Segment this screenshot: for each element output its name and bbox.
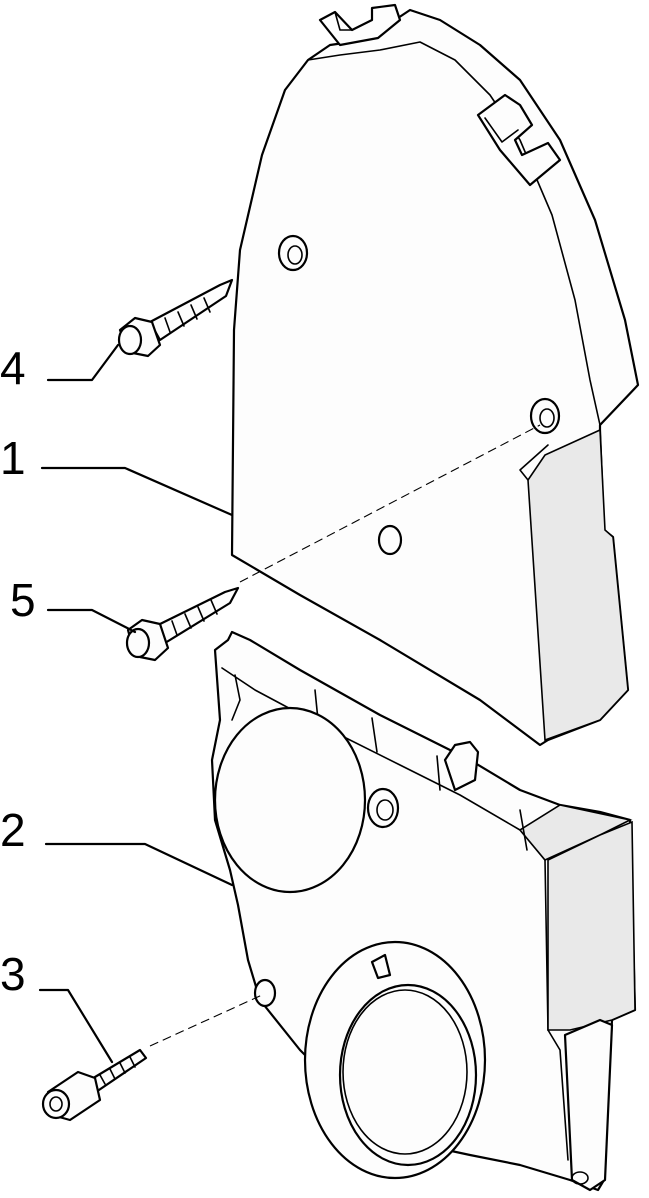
lower-cover-part: [210, 630, 637, 1192]
callout-2: 2: [0, 804, 26, 856]
socket-head-bolt-part: [41, 1048, 148, 1122]
leader-line-3: [38, 988, 114, 1064]
callout-1: 1: [0, 432, 26, 484]
self-tapping-screw-upper-part: [117, 278, 234, 358]
leader-line-4: [46, 343, 120, 382]
upper-cover-part: [230, 3, 640, 747]
callout-3: 3: [0, 948, 26, 1000]
leader-line-2: [44, 842, 234, 887]
callout-4: 4: [0, 342, 26, 394]
leader-line-1: [40, 466, 234, 517]
axis-line-bolt-3: [149, 994, 263, 1047]
self-tapping-screw-lower-part: [125, 586, 240, 662]
leader-line-5: [46, 608, 137, 634]
axis-line-screw-5: [239, 424, 541, 583]
callout-5: 5: [10, 574, 36, 626]
